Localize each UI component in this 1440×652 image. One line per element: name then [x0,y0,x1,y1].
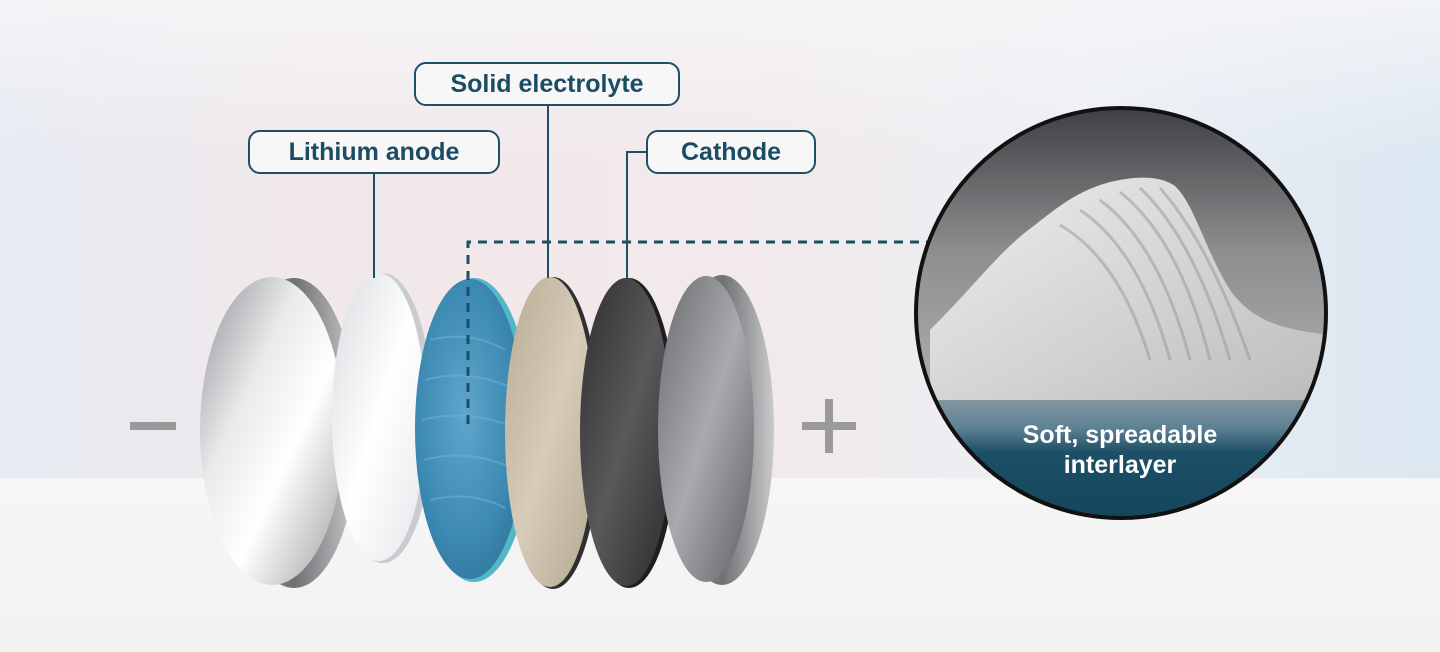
cathode-disc [580,278,677,588]
negative-terminal-symbol [130,422,176,430]
interlayer-micrograph-inset [916,108,1326,518]
current-collector-left [200,277,358,588]
positive-terminal-symbol [802,399,856,453]
label-lithium-anode: Lithium anode [248,130,500,174]
inset-caption-line2: interlayer [1063,451,1177,479]
label-cathode: Cathode [646,130,816,174]
inset-caption-line1: Soft, spreadable [1022,421,1218,449]
solid-electrolyte-disc [505,277,600,589]
interlayer-disc [415,278,532,582]
inset-circle-border [914,106,1328,520]
current-collector-right [658,275,774,585]
interlayer-pointer-dashed [466,240,1108,424]
inset-caption: Soft, spreadable interlayer [960,420,1280,480]
leader-line-cathode [626,151,646,278]
lithium-anode-disc [332,273,433,563]
label-solid-electrolyte: Solid electrolyte [414,62,680,106]
